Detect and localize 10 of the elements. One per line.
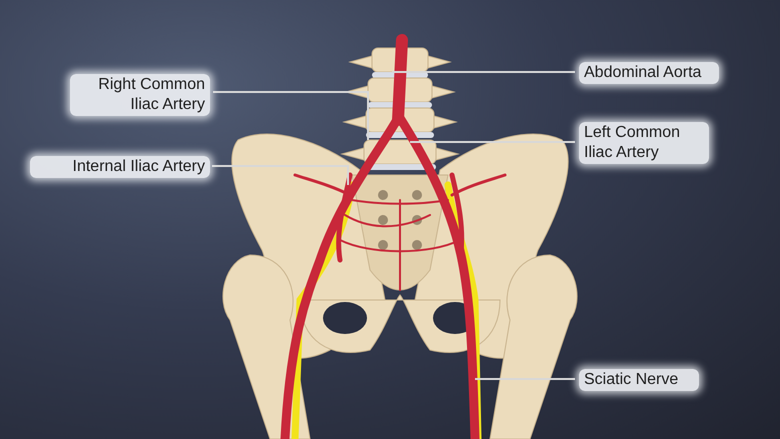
leader-line: [212, 165, 349, 185]
anatomy-label: Left Common Iliac Artery: [579, 122, 709, 164]
anatomy-label: Internal Iliac Artery: [30, 156, 210, 178]
leader-line: [410, 141, 575, 143]
anatomy-label: Abdominal Aorta: [579, 62, 719, 84]
anatomy-label: Right Common Iliac Artery: [70, 74, 210, 116]
anatomy-label: Sciatic Nerve: [579, 369, 699, 391]
leader-line: [475, 378, 575, 380]
leader-line: [213, 91, 369, 140]
leader-line: [392, 71, 575, 73]
